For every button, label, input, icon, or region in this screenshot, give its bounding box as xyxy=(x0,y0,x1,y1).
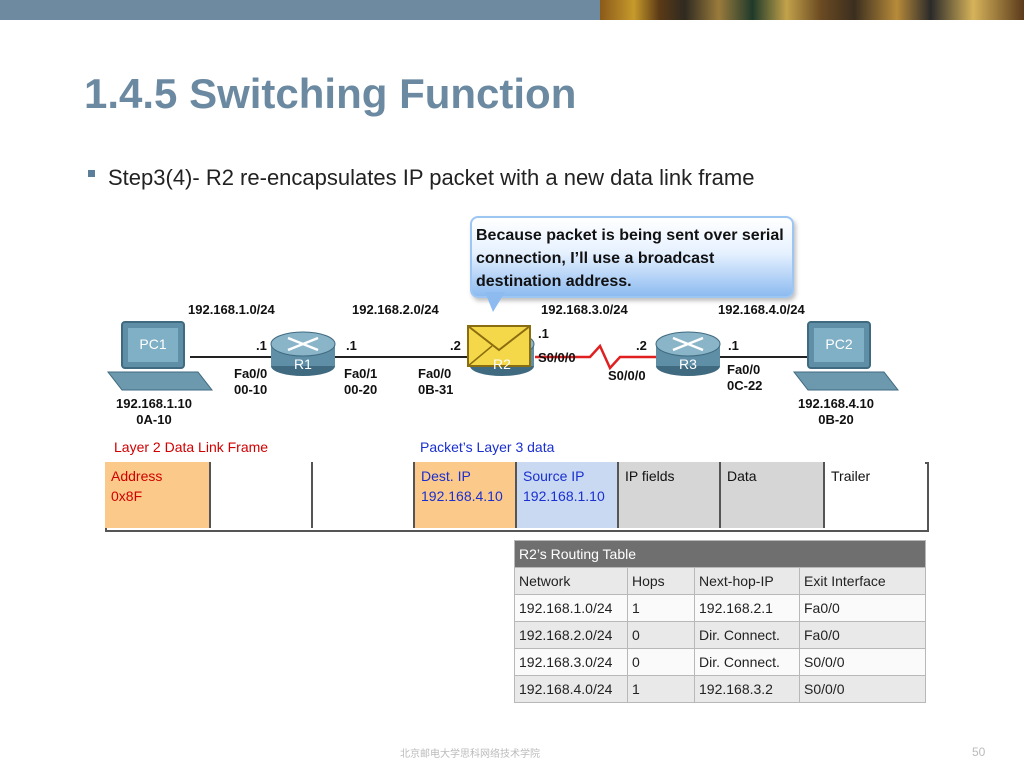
network-label-3: 192.168.3.0/24 xyxy=(541,302,628,317)
frame-trailer-cell: Trailer xyxy=(823,462,925,528)
table-cell: Fa0/0 xyxy=(799,594,926,622)
table-row: 192.168.4.0/24 1 192.168.3.2 S0/0/0 xyxy=(514,675,926,703)
table-cell: 1 xyxy=(627,675,695,703)
r3-left-host: .2 xyxy=(636,338,647,353)
r2-right-interface: S0/0/0 xyxy=(538,350,576,365)
routing-table-title: R2’s Routing Table xyxy=(514,540,926,568)
header-network: Network xyxy=(514,567,628,595)
routing-table: R2’s Routing Table Network Hops Next-hop… xyxy=(514,540,926,703)
network-label-2: 192.168.2.0/24 xyxy=(352,302,439,317)
speech-bubble-text: Because packet is being sent over serial… xyxy=(476,227,784,290)
pc1-computer xyxy=(106,321,214,391)
table-row: 192.168.3.0/24 0 Dir. Connect. S0/0/0 xyxy=(514,648,926,676)
speech-bubble xyxy=(470,216,794,298)
table-cell: 192.168.2.0/24 xyxy=(514,621,628,649)
r1-left-interface: Fa0/0 00-10 xyxy=(234,366,268,397)
pc2-label: PC2 xyxy=(825,336,853,352)
header-exit-interface: Exit Interface xyxy=(799,567,926,595)
table-cell: S0/0/0 xyxy=(799,675,926,703)
table-cell: Dir. Connect. xyxy=(694,648,800,676)
r2-left-interface: Fa0/0 0B-31 xyxy=(418,366,454,397)
speech-bubble-tail xyxy=(485,292,505,312)
frame-source-ip-cell: Source IP 192.168.1.10 xyxy=(515,462,617,528)
frame-dest-ip-cell: Dest. IP 192.168.4.10 xyxy=(413,462,515,528)
footer-text: 北京邮电大学思科网络技术学院 xyxy=(400,749,540,760)
network-label-1: 192.168.1.0/24 xyxy=(188,302,275,317)
frame-empty-cell-1 xyxy=(209,462,311,528)
header-hops: Hops xyxy=(627,567,695,595)
frame-ip-fields-cell: IP fields xyxy=(617,462,719,528)
table-cell: 192.168.3.2 xyxy=(694,675,800,703)
pc2-address: 192.168.4.10 0B-20 xyxy=(798,396,874,427)
layer2-frame-label: Layer 2 Data Link Frame xyxy=(114,439,269,455)
bullet-marker xyxy=(88,170,95,177)
r3-left-interface: S0/0/0 xyxy=(608,368,646,383)
pc1-label: PC1 xyxy=(139,336,167,352)
table-cell: 192.168.4.0/24 xyxy=(514,675,628,703)
page-number: 50 xyxy=(972,745,986,759)
header-next-hop: Next-hop-IP xyxy=(694,567,800,595)
slide-title: 1.4.5 Switching Function xyxy=(84,70,577,117)
r3-right-host: .1 xyxy=(728,338,739,353)
network-label-4: 192.168.4.0/24 xyxy=(718,302,805,317)
envelope-icon xyxy=(467,325,531,367)
r1-right-interface: Fa0/1 00-20 xyxy=(344,366,378,397)
table-cell: 0 xyxy=(627,648,695,676)
table-cell: 192.168.3.0/24 xyxy=(514,648,628,676)
r3-label: R3 xyxy=(679,356,697,372)
table-row: 192.168.1.0/24 1 192.168.2.1 Fa0/0 xyxy=(514,594,926,622)
table-cell: 192.168.1.0/24 xyxy=(514,594,628,622)
router-r3 xyxy=(655,331,721,376)
r2-label: R2 xyxy=(493,356,511,372)
layer3-data-label: Packet’s Layer 3 data xyxy=(420,439,555,455)
table-cell: 0 xyxy=(627,621,695,649)
table-cell: 1 xyxy=(627,594,695,622)
table-cell: Dir. Connect. xyxy=(694,621,800,649)
r2-right-host: .1 xyxy=(538,326,549,341)
r3-right-interface: Fa0/0 0C-22 xyxy=(727,362,763,393)
routing-table-header-row: Network Hops Next-hop-IP Exit Interface xyxy=(514,567,926,595)
bullet-text: Step3(4)- R2 re-encapsulates IP packet w… xyxy=(108,165,755,190)
frame-data-cell: Data xyxy=(719,462,823,528)
r2-left-host: .2 xyxy=(450,338,461,353)
r1-left-host: .1 xyxy=(256,338,267,353)
table-row: 192.168.2.0/24 0 Dir. Connect. Fa0/0 xyxy=(514,621,926,649)
router-r1 xyxy=(270,331,336,376)
pc2-computer xyxy=(792,321,900,391)
frame-address-cell: Address 0x8F xyxy=(105,462,209,528)
table-cell: Fa0/0 xyxy=(799,621,926,649)
table-cell: S0/0/0 xyxy=(799,648,926,676)
r1-label: R1 xyxy=(294,356,312,372)
r1-right-host: .1 xyxy=(346,338,357,353)
frame-empty-cell-2 xyxy=(311,462,413,528)
header-photo-strip xyxy=(600,0,1024,20)
table-cell: 192.168.2.1 xyxy=(694,594,800,622)
pc1-address: 192.168.1.10 0A-10 xyxy=(116,396,192,427)
link-r2-r3-serial xyxy=(535,343,660,371)
